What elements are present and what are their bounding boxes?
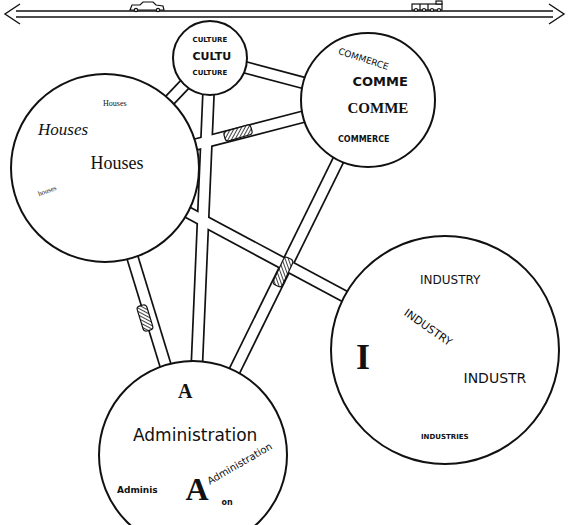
zone-label: Houses xyxy=(91,154,144,174)
road-surface xyxy=(195,117,304,145)
zone-label: A xyxy=(186,472,209,507)
road-edge xyxy=(132,257,165,366)
road-connector xyxy=(234,159,339,371)
zone-label: houses xyxy=(37,185,58,199)
road-edge xyxy=(169,84,185,101)
road-connector xyxy=(197,94,208,362)
zone-label: CULTURE xyxy=(193,70,228,78)
road-edge xyxy=(234,159,339,371)
road-surface xyxy=(234,159,339,371)
zone-circle: COMMERCECOMMECOMMECOMMERCE xyxy=(300,32,436,168)
zone-label: on xyxy=(222,499,233,508)
zone-label: INDUSTRY xyxy=(401,307,453,349)
zone-label: COMME xyxy=(348,100,409,117)
zone-label: INDUSTR xyxy=(464,371,527,386)
road-surface xyxy=(132,257,165,366)
road-connector xyxy=(245,67,304,83)
road-connector xyxy=(132,257,165,366)
road-connector xyxy=(187,212,345,297)
vehicle-icon xyxy=(223,124,253,141)
zone-label: Administration xyxy=(205,440,274,486)
road-edge xyxy=(245,67,304,83)
road-surface xyxy=(169,84,185,101)
zone-label: INDUSTRY xyxy=(420,274,480,287)
zone-label: Administration xyxy=(133,426,257,445)
zone-label: COMME xyxy=(353,75,408,89)
train-icon xyxy=(412,1,442,12)
road-edge xyxy=(197,94,208,362)
zone-circle: INDUSTRY I INDUSTRY INDUSTR INDUSTRIES xyxy=(330,235,560,465)
zone-label: CULTURE xyxy=(193,37,228,45)
road-surface xyxy=(245,67,304,83)
vehicle-icon xyxy=(136,304,153,332)
road-connector xyxy=(169,84,185,101)
zone-label: I xyxy=(356,338,370,378)
zone-label: CULTU xyxy=(193,51,232,63)
road-surface xyxy=(197,94,208,362)
zone-circle: CULTURE CULTU CULTURE xyxy=(172,20,248,96)
zone-label: Houses xyxy=(38,121,88,140)
road-edge xyxy=(187,212,345,297)
zone-label: COMMERCE xyxy=(338,136,390,145)
zone-label: Houses xyxy=(103,100,127,109)
vehicle-icon xyxy=(272,256,294,287)
zone-label: Adminis xyxy=(117,486,158,496)
road-surface xyxy=(187,212,345,297)
zone-circle: AAdministrationAdministrationAdminisAon xyxy=(98,360,288,525)
zone-circle: HousesHousesHouseshouses xyxy=(10,73,200,263)
highway-arrow xyxy=(5,4,564,24)
car-icon xyxy=(130,2,164,12)
zone-label: INDUSTRIES xyxy=(421,434,469,442)
zone-label: COMMERCE xyxy=(336,48,389,74)
zone-label: A xyxy=(178,380,192,402)
